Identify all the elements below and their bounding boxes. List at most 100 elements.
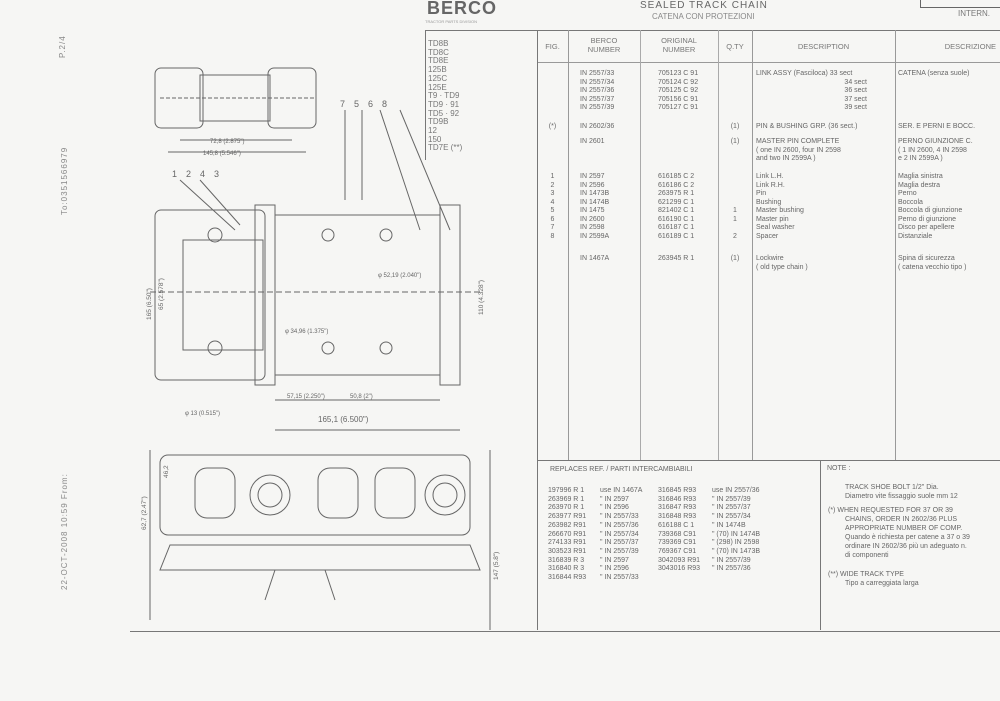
doc-title: SEALED TRACK CHAIN	[640, 0, 768, 11]
replaces-cell: 274133 R91	[548, 539, 587, 547]
cell-descr: Boccola	[898, 198, 923, 206]
cell-descr: Perno	[898, 190, 917, 197]
top-view	[154, 67, 317, 153]
cell-desc: 36 sect	[844, 87, 867, 94]
replaces-cell: 266670 R91	[548, 530, 587, 538]
cell-desc: MASTER PIN COMPLETE	[756, 138, 840, 145]
replaces-cell: " IN 2596	[600, 565, 629, 573]
cell-berco: IN 1467A	[580, 255, 610, 262]
cell-original: 705127 C 91	[658, 104, 699, 111]
replaces-cell: 197996 R 1	[548, 487, 585, 494]
replaces-cell: " IN 2557/37	[600, 539, 639, 547]
replaces-cell: " IN 2557/34	[712, 513, 751, 521]
cell-desc: Bushing	[756, 198, 782, 206]
cell-original: 705125 C 92	[658, 87, 699, 94]
cell-berco: IN 1474B	[580, 198, 610, 206]
cell-desc: Pin	[756, 190, 767, 197]
cell-original: 263975 R 1	[658, 190, 695, 197]
note-line: CHAINS, ORDER IN 2602/36 PLUS	[845, 516, 958, 523]
note-title: NOTE :	[827, 465, 851, 472]
callouts-right: 7568	[340, 99, 397, 109]
cell-qty: 2	[733, 232, 737, 240]
cell-fig: 4	[550, 198, 555, 206]
cell-descr: Spina di sicurezza	[898, 255, 955, 262]
dim: φ 52,19 (2.040")	[378, 273, 422, 279]
cell-fig: 8	[550, 232, 555, 240]
replaces-cell: 316846 R93	[658, 495, 697, 503]
cell-desc: Link L.H.	[756, 173, 784, 180]
note-line: ordinare IN 2602/36 più un adeguato n.	[845, 543, 967, 550]
cell-fig: 7	[550, 224, 555, 231]
dim: φ 13 (0.515")	[185, 411, 221, 417]
dim-height-165: 165 (6.50")	[146, 288, 153, 320]
replaces-cell: 769367 C91	[658, 547, 697, 555]
model-item: TD8E	[428, 56, 449, 66]
replaces-title: REPLACES REF. / PARTI INTERCAMBIABILI	[550, 466, 693, 473]
cell-berco: IN 2598	[580, 224, 605, 231]
cell-berco: IN 2599A	[580, 232, 610, 240]
col-qty: Q.TY	[726, 42, 744, 51]
replaces-cell: 316847 R93	[658, 504, 697, 512]
replaces-cell: " IN 2557/39	[712, 556, 751, 564]
col-descrizione: DESCRIZIONE	[944, 42, 996, 51]
model-item: 125B	[428, 65, 447, 75]
replaces-cell: 739368 C91	[658, 530, 697, 538]
replaces-cell: " IN 1474B	[712, 521, 746, 529]
dim: 145,8 (5.546")	[203, 151, 241, 157]
cell-descr: PERNO GIUNZIONE C.	[898, 138, 973, 145]
cell-berco: IN 2597	[580, 173, 605, 180]
dim: 165,1 (6.500")	[318, 415, 369, 424]
intern-label: INTERN.	[958, 9, 990, 18]
cell-desc: Master bushing	[756, 207, 804, 214]
cell-original: 616190 C 1	[658, 215, 695, 223]
replaces-cell: " (70) IN 1474B	[712, 530, 761, 538]
model-item: 125C	[428, 73, 448, 83]
cell-descr: Maglia sinistra	[898, 173, 943, 180]
col-original-number: ORIGINAL NUMBER	[661, 36, 697, 54]
cell-fig: 3	[550, 190, 555, 197]
cell-descr: Perno di giunzione	[898, 215, 956, 223]
dim-height-110: 110 (4.328")	[478, 279, 485, 315]
dim-height-62-7: 62,7 (2.47")	[141, 496, 148, 530]
brand-logo: BERCO	[427, 0, 498, 18]
note-line: (*) WHEN REQUESTED FOR 37 OR 39	[828, 507, 953, 514]
cell-descr: Distanziale	[898, 232, 933, 240]
cell-desc: PIN & BUSHING GRP. (36 sect.)	[756, 123, 858, 130]
cell-desc: Link R.H.	[756, 181, 785, 189]
cell-original: 705124 C 92	[658, 78, 699, 86]
model-item: T9 · TD9	[428, 91, 460, 101]
model-item: 150	[428, 134, 442, 144]
model-item: 125E	[428, 82, 447, 92]
replaces-cell: " IN 2557/36	[600, 521, 639, 529]
replaces-cell: 303523 R91	[548, 547, 587, 555]
note-line: Tipo a carreggiata larga	[845, 580, 919, 587]
note-line: Quando è richiesta per catene a 37 o 39	[845, 534, 970, 541]
cell-desc: and two IN 2599A )	[756, 155, 816, 162]
cell-descr: e 2 IN 2599A )	[898, 155, 943, 162]
cell-berco: IN 1475	[580, 207, 605, 214]
replaces-cell: 263970 R 1	[548, 504, 585, 512]
replaces-cell: 263977 R91	[548, 513, 587, 521]
cell-berco: IN 2596	[580, 181, 605, 189]
dim: φ 34,96 (1.375")	[285, 329, 329, 335]
model-item: TD7E (**)	[428, 143, 463, 153]
replaces-cell: " IN 2557/39	[600, 547, 639, 555]
replaces-cell: 263982 R91	[548, 521, 587, 529]
replaces-cell: 316844 R93	[548, 574, 587, 581]
cell-berco: IN 2557/37	[580, 95, 615, 103]
cell-fig: 5	[550, 207, 555, 214]
dim: 72,8 (2.875")	[210, 139, 245, 145]
replaces-cell: use IN 1467A	[600, 487, 643, 494]
replaces-cell: 316839 R 3	[548, 556, 585, 564]
cell-berco: IN 2557/39	[580, 104, 615, 111]
col-description: DESCRIPTION	[797, 42, 850, 51]
note-line: (**) WIDE TRACK TYPE	[828, 571, 904, 578]
replaces-cell: " IN 2596	[600, 504, 629, 512]
model-item: TD5 · 92	[428, 108, 460, 118]
replaces-cell: " (298) IN 2598	[712, 539, 760, 547]
replaces-cell: " IN 2557/39	[712, 495, 751, 503]
replaces-cell: 316840 R 3	[548, 565, 585, 573]
brand-subtitle: TRACTOR PARTS DIVISION	[425, 19, 478, 24]
cell-original: 705156 C 91	[658, 95, 699, 103]
cell-original: 616189 C 1	[658, 232, 695, 240]
